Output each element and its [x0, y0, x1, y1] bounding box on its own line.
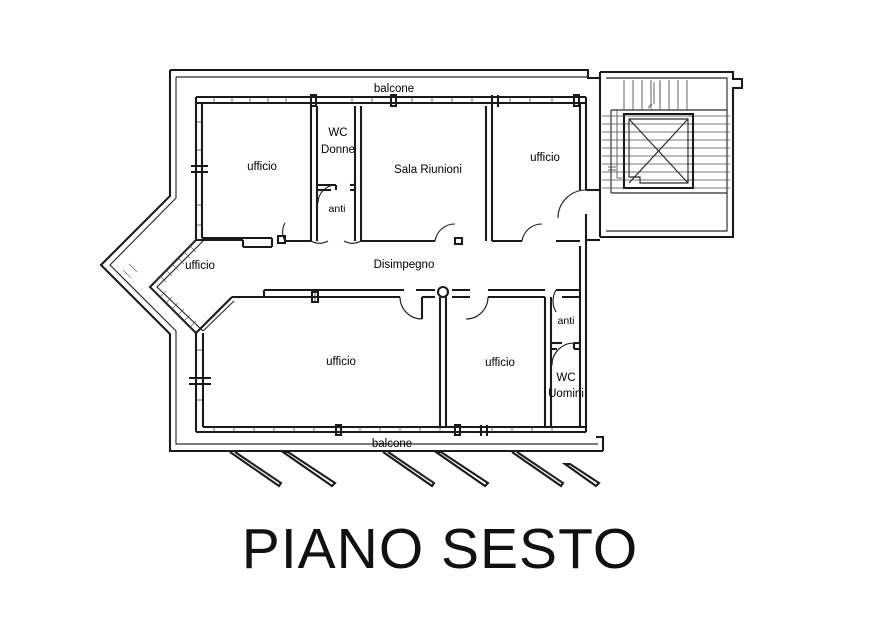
room-label-anti-uomini: anti: [558, 315, 575, 327]
entrance-door: [557, 189, 588, 240]
stairwell-block: [598, 70, 744, 239]
room-label-disimpegno: Disimpegno: [374, 259, 435, 271]
balcony-label-bottom: balcone: [372, 438, 412, 450]
balcony-awnings: [229, 450, 601, 488]
window-ticks-top: [213, 93, 581, 108]
room-label-wc-uomini-line2: Uomini: [548, 388, 584, 400]
room-label-wc-donne-line2: Donne: [321, 144, 355, 156]
room-label-ufficio-top-right: ufficio: [530, 152, 560, 164]
room-label-anti-donne: anti: [329, 203, 346, 215]
room-label-sala-riunioni: Sala Riunioni: [394, 164, 462, 176]
bay-window-hatch: [122, 245, 197, 328]
balcony-labels: balcone balcone: [372, 83, 414, 450]
room-label-wc-uomini-line1: WC: [556, 372, 575, 384]
balcony-label-top: balcone: [374, 83, 414, 95]
room-label-ufficio-bottom-left: ufficio: [326, 356, 356, 368]
window-ticks-bottom: [213, 423, 553, 437]
door-arcs-bottom: [399, 289, 576, 366]
window-ticks-left: [189, 121, 211, 401]
room-labels: ufficio WC Donne anti Sala Riunioni uffi…: [185, 127, 584, 400]
door-arcs-top: [282, 184, 543, 244]
partition-walls-bottom: [232, 285, 580, 427]
room-label-ufficio-bottom-mid: ufficio: [485, 357, 515, 369]
partition-walls-top: [202, 106, 580, 247]
room-label-wc-donne-line1: WC: [328, 127, 347, 139]
room-label-ufficio-top-left: ufficio: [247, 161, 277, 173]
page-title: PIANO SESTO: [241, 517, 639, 581]
perimeter-outline: [99, 68, 605, 453]
room-label-ufficio-bay-left: ufficio: [185, 260, 215, 272]
